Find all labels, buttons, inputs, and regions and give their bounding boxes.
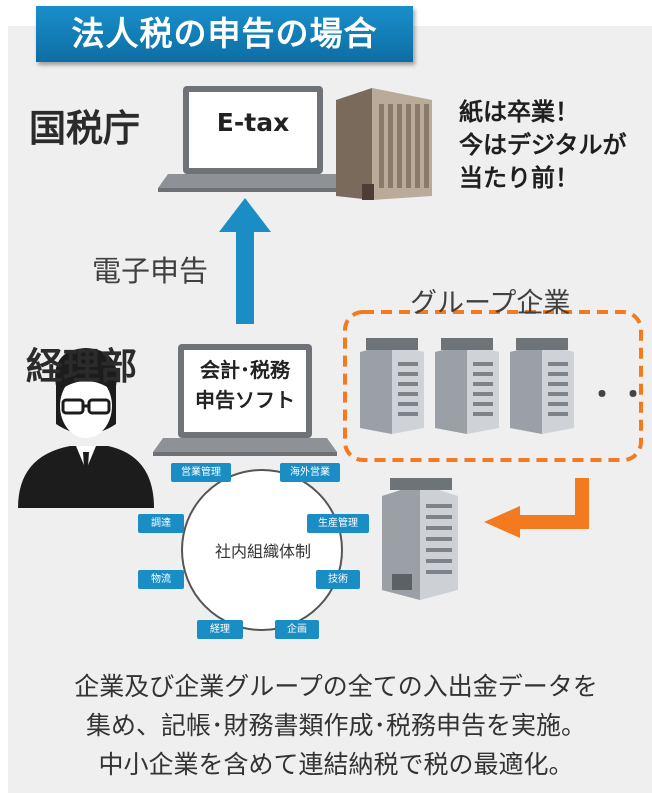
org-unit-tag: 海外営業: [280, 463, 340, 482]
software-label: 会計･税務 申告ソフト: [184, 355, 306, 415]
speech-line: 紙は卒業！: [459, 98, 579, 126]
speech-line: 今はデジタルが: [459, 131, 627, 159]
footer-line: 企業及び企業グループの全ての入出金データを: [74, 672, 598, 701]
group-companies-box: [343, 310, 643, 462]
consolidation-arrow-icon: [484, 478, 589, 538]
dept-label: 経理部: [26, 345, 137, 388]
page-title: 法人税の申告の場合: [36, 6, 413, 62]
group-building-icon-2: [435, 338, 499, 434]
company-building-icon: [382, 478, 458, 600]
org-unit-tag: 生産管理: [307, 514, 369, 533]
footer-description: 企業及び企業グループの全ての入出金データを 集め、記帳･財務書類作成･税務申告を…: [20, 667, 652, 784]
group-building-icon-1: [360, 338, 424, 434]
software-line: 申告ソフト: [195, 388, 295, 412]
org-unit-tag: 経理: [197, 620, 243, 639]
software-line: 会計･税務: [200, 358, 290, 382]
group-label: グループ企業: [410, 288, 571, 319]
org-unit-tag: 営業管理: [171, 463, 231, 482]
upload-arrow-icon: [219, 198, 271, 324]
org-unit-tag: 物流: [138, 570, 184, 589]
software-laptop-icon: [153, 344, 337, 456]
org-unit-tag: 企画: [275, 620, 319, 639]
speech-line: 当たり前！: [459, 164, 579, 192]
etax-laptop-icon: [158, 86, 348, 192]
accountant-person-icon: [18, 348, 154, 508]
ellipsis: ・・・: [588, 378, 652, 411]
organization-circle: [181, 469, 343, 631]
speech-bubble: 紙は卒業！ 今はデジタルが 当たり前！: [459, 96, 627, 195]
upload-label: 電子申告: [92, 254, 209, 288]
etax-label: E-tax: [216, 108, 290, 137]
org-unit-tag: 技術: [316, 570, 360, 589]
org-center-label: 社内組織体制: [214, 542, 311, 561]
org-unit-tag: 調達: [138, 514, 184, 533]
footer-line: 集め、記帳･財務書類作成･税務申告を実施。: [85, 711, 586, 740]
group-building-icon-3: [510, 338, 574, 434]
footer-line: 中小企業を含めて連結納税で税の最適化。: [98, 750, 574, 779]
agency-building-icon: [336, 88, 432, 200]
agency-label: 国税庁: [29, 107, 140, 150]
